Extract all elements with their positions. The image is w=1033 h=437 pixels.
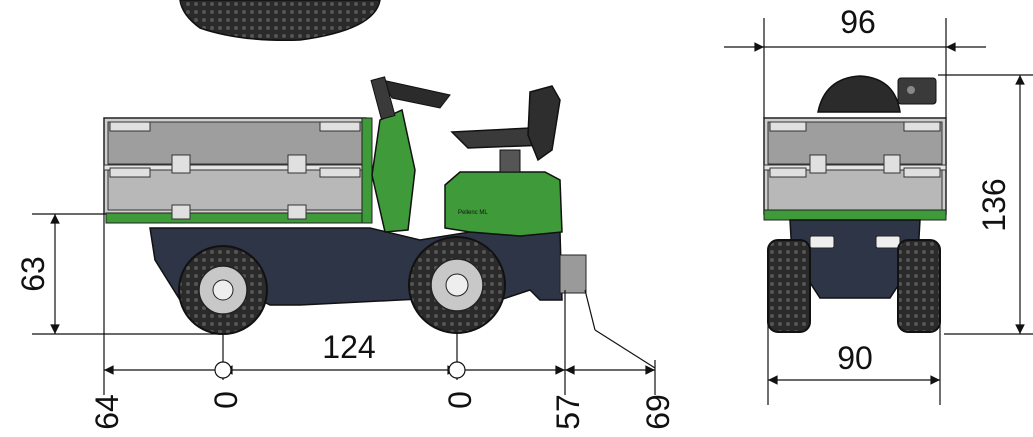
dim-front-height: 136 bbox=[976, 178, 1012, 231]
seat bbox=[450, 85, 561, 173]
dim-front-bottom-width: 90 bbox=[837, 340, 873, 376]
side-view-vehicle: Pellenc ML bbox=[103, 76, 587, 335]
rear-wheel bbox=[178, 245, 268, 335]
front-body: Pellenc ML bbox=[370, 76, 563, 237]
dim-offset-left: 64 bbox=[89, 394, 125, 430]
model-plate: Pellenc ML bbox=[458, 210, 488, 216]
dim-datum-rear: 0 bbox=[208, 391, 244, 409]
dim-front-top-width: 96 bbox=[840, 4, 876, 40]
spare-tyre bbox=[179, 0, 381, 41]
dimension-lines bbox=[32, 18, 1033, 405]
dim-side-bed-height: 63 bbox=[15, 256, 51, 292]
front-view-vehicle bbox=[763, 75, 947, 333]
dim-offset-right-2: 69 bbox=[640, 394, 676, 430]
dim-datum-front: 0 bbox=[442, 391, 478, 409]
dim-wheelbase: 124 bbox=[322, 329, 375, 365]
front-wheel bbox=[408, 236, 506, 334]
dim-offset-right-1: 57 bbox=[550, 394, 586, 430]
cargo-bed bbox=[103, 117, 373, 224]
